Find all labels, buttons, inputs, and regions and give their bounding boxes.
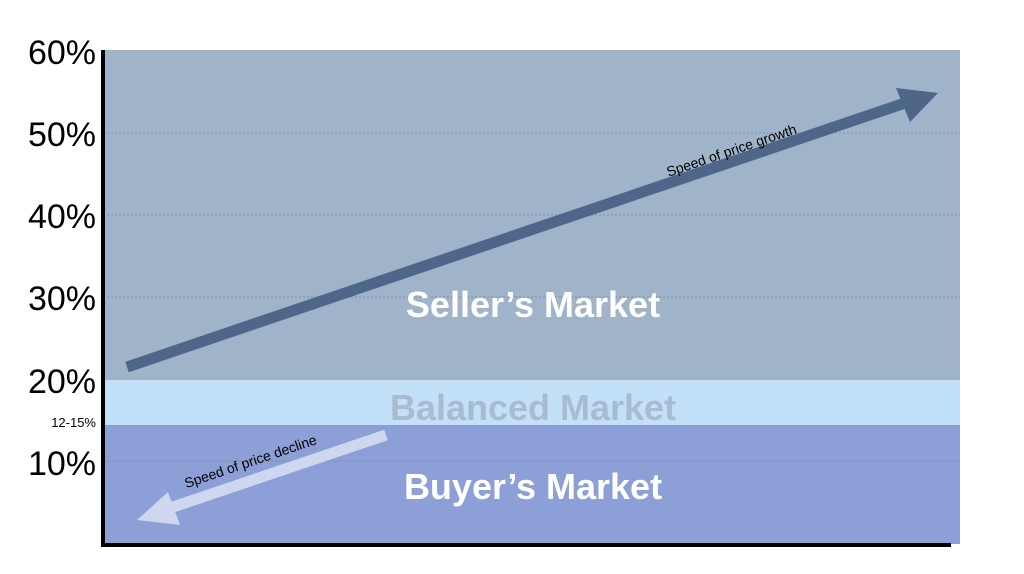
sellers-market-label: Seller’s Market [406,284,660,325]
growth-arrow-shaft [125,97,907,373]
balanced-range-label: 12-15% [51,415,96,430]
gridlines [103,132,960,462]
decline-arrow-shaft [168,429,388,514]
price-growth-arrow [125,88,938,373]
y-tick-label: 20% [28,363,96,401]
price-decline-arrow [137,429,388,525]
decline-arrow-head [137,492,180,525]
buyers-market-label: Buyer’s Market [404,466,662,507]
y-tick-label: 60% [28,34,96,72]
balanced-market-label: Balanced Market [390,387,676,428]
y-tick-label: 30% [28,280,96,318]
y-tick-label: 50% [28,116,96,154]
y-tick-label: 10% [28,445,96,483]
y-axis-ticks: 60% 50% 40% 30% 20% 12-15% 10% [28,34,96,483]
balanced-market-zone [103,380,960,425]
y-tick-label: 40% [28,198,96,236]
growth-arrow-head [896,88,938,122]
